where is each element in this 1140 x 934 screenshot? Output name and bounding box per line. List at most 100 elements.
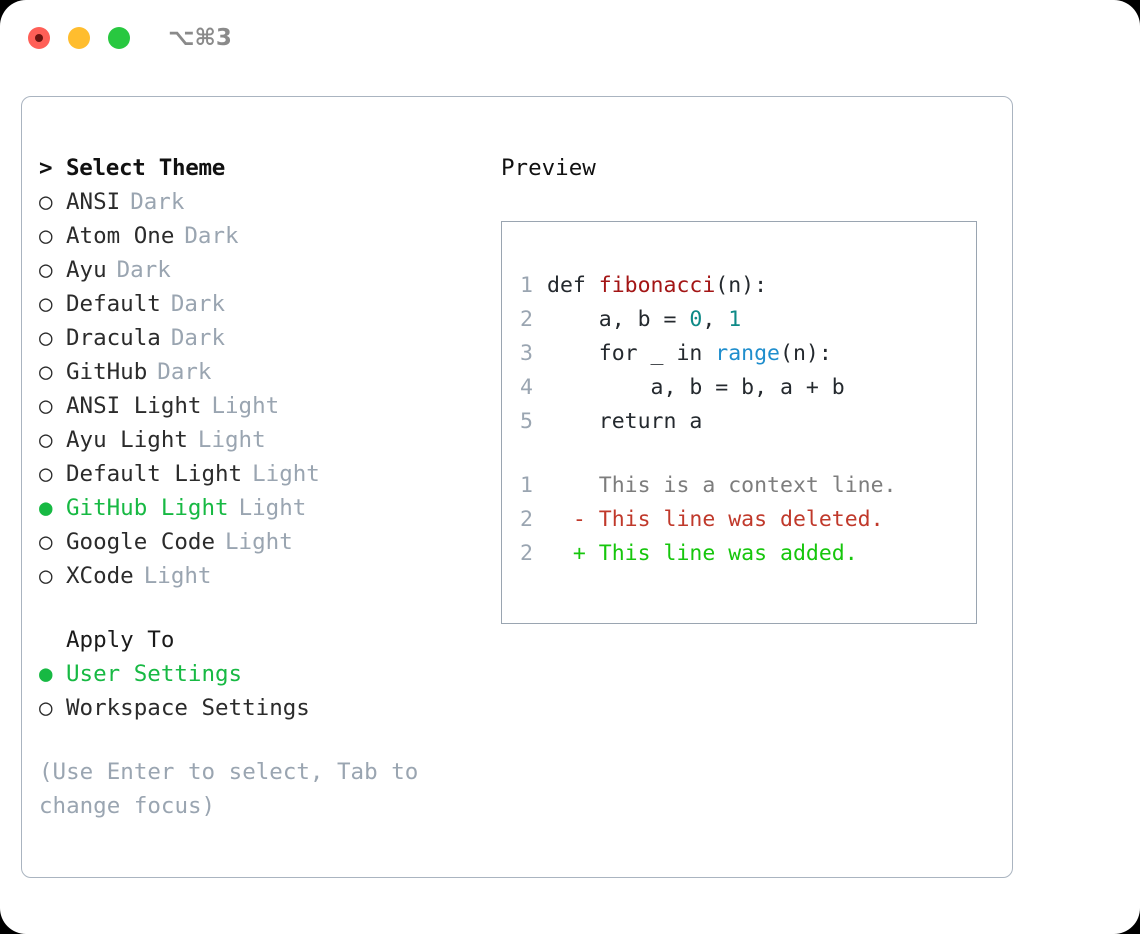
close-button[interactable] [28, 27, 50, 49]
radio-unselected-icon[interactable]: ○ [39, 427, 53, 453]
apply-to-header: ○ Apply To [39, 623, 489, 657]
code-token-plain: (n): [715, 273, 768, 298]
code-token-plain: a, b = [547, 307, 690, 332]
theme-kind-label: Light [143, 563, 212, 589]
code-line-number: 5 [520, 409, 533, 434]
radio-unselected-icon[interactable]: ○ [39, 325, 53, 351]
radio-unselected-icon[interactable]: ○ [39, 359, 53, 385]
theme-list-item[interactable]: ○ Dracula Dark [39, 321, 489, 355]
theme-list-item[interactable]: ○ Default Dark [39, 287, 489, 321]
radio-unselected-icon[interactable]: ○ [39, 563, 53, 589]
radio-unselected-icon[interactable]: ○ [39, 291, 53, 317]
theme-list-item[interactable]: ○ Google Code Light [39, 525, 489, 559]
diff-spacer [520, 439, 960, 469]
code-line: 5 return a [520, 405, 960, 439]
diff-marker-context [547, 469, 599, 503]
theme-name: Google Code [66, 529, 216, 555]
theme-name: ANSI Light [66, 393, 202, 419]
diff-line-number: 2 [520, 507, 533, 532]
maximize-button[interactable] [108, 27, 130, 49]
radio-unselected-icon[interactable]: ○ [39, 223, 53, 249]
theme-kind-label: Dark [170, 291, 226, 317]
diff-line-number: 2 [520, 541, 533, 566]
code-token-plain: return a [547, 409, 703, 434]
radio-unselected-icon[interactable]: ○ [39, 529, 53, 555]
radio-unselected-icon[interactable]: ○ [39, 257, 53, 283]
code-line: 2 a, b = 0, 1 [520, 303, 960, 337]
code-token-plain: , [702, 307, 729, 332]
code-line-number: 4 [520, 375, 533, 400]
code-token-plain: for _ in [547, 341, 716, 366]
theme-list-item[interactable]: ○ ANSI Light Light [39, 389, 489, 423]
theme-kind-label: Light [238, 495, 307, 521]
theme-name: Ayu [66, 257, 107, 283]
minimize-button[interactable] [68, 27, 90, 49]
select-theme-header: > Select Theme [39, 151, 489, 185]
radio-selected-icon[interactable]: ● [39, 661, 53, 687]
diff-line-number: 1 [520, 473, 533, 498]
apply-to-option[interactable]: ○ Workspace Settings [39, 691, 489, 725]
theme-kind-label: Dark [116, 257, 171, 283]
apply-to-option[interactable]: ● User Settings [39, 657, 489, 691]
theme-name: Dracula [66, 325, 161, 351]
theme-list-item[interactable]: ○ Atom One Dark [39, 219, 489, 253]
theme-kind-label: Dark [157, 359, 212, 385]
select-theme-title: Select Theme [66, 155, 225, 181]
keyboard-shortcut-label: ⌥⌘3 [168, 25, 232, 51]
prompt-caret-icon: > [39, 155, 53, 181]
code-line-text: a, b = b, a + b [547, 371, 845, 405]
radio-unselected-icon[interactable]: ○ [39, 695, 53, 721]
apply-to-option-label: User Settings [66, 661, 243, 687]
theme-kind-label: Light [225, 529, 293, 555]
preview-title: Preview [501, 155, 596, 181]
keyboard-hint-text: (Use Enter to select, Tab to change focu… [39, 759, 419, 819]
radio-unselected-icon[interactable]: ○ [39, 393, 53, 419]
diff-marker-deleted: - [547, 507, 599, 532]
theme-kind-label: Light [197, 427, 266, 453]
theme-name: XCode [66, 563, 134, 589]
code-line-number: 1 [520, 273, 533, 298]
theme-kind-label: Dark [170, 325, 226, 351]
theme-name: Default [66, 291, 161, 317]
theme-list-item[interactable]: ○ Ayu Dark [39, 253, 489, 287]
apply-to-section: ○ Apply To ● User Settings ○ Workspace Sett… [39, 623, 489, 725]
code-token-plain: def [547, 273, 599, 298]
radio-selected-icon[interactable]: ● [39, 495, 53, 521]
code-token-builtin: range [715, 341, 781, 366]
theme-list-item[interactable]: ○ XCode Light [39, 559, 489, 593]
apply-to-option-label: Workspace Settings [66, 695, 310, 721]
radio-unselected-icon[interactable]: ○ [39, 189, 53, 215]
diff-line-text: This is a context line. [598, 473, 897, 498]
theme-kind-label: Light [211, 393, 280, 419]
diff-line: 2 + This line was added. [520, 537, 960, 571]
code-line-text: def fibonacci(n): [547, 269, 767, 303]
theme-kind-label: Dark [184, 223, 239, 249]
theme-name: Atom One [66, 223, 175, 249]
code-line-text: a, b = 0, 1 [547, 303, 741, 337]
diff-line-text: This line was deleted. [598, 507, 884, 532]
radio-unselected-icon[interactable]: ○ [39, 461, 53, 487]
code-line: 3 for _ in range(n): [520, 337, 960, 371]
code-line: 1 def fibonacci(n): [520, 269, 960, 303]
code-token-num: 1 [728, 307, 742, 332]
code-token-plain: (n): [780, 341, 832, 366]
theme-name: Default Light [66, 461, 243, 487]
code-line-text: for _ in range(n): [547, 337, 832, 371]
code-line-text: return a [547, 405, 703, 439]
code-line-number: 3 [520, 341, 533, 366]
code-line: 4 a, b = b, a + b [520, 371, 960, 405]
code-token-plain: a, b = b, a + b [547, 375, 845, 400]
apply-to-title: Apply To [66, 627, 175, 653]
